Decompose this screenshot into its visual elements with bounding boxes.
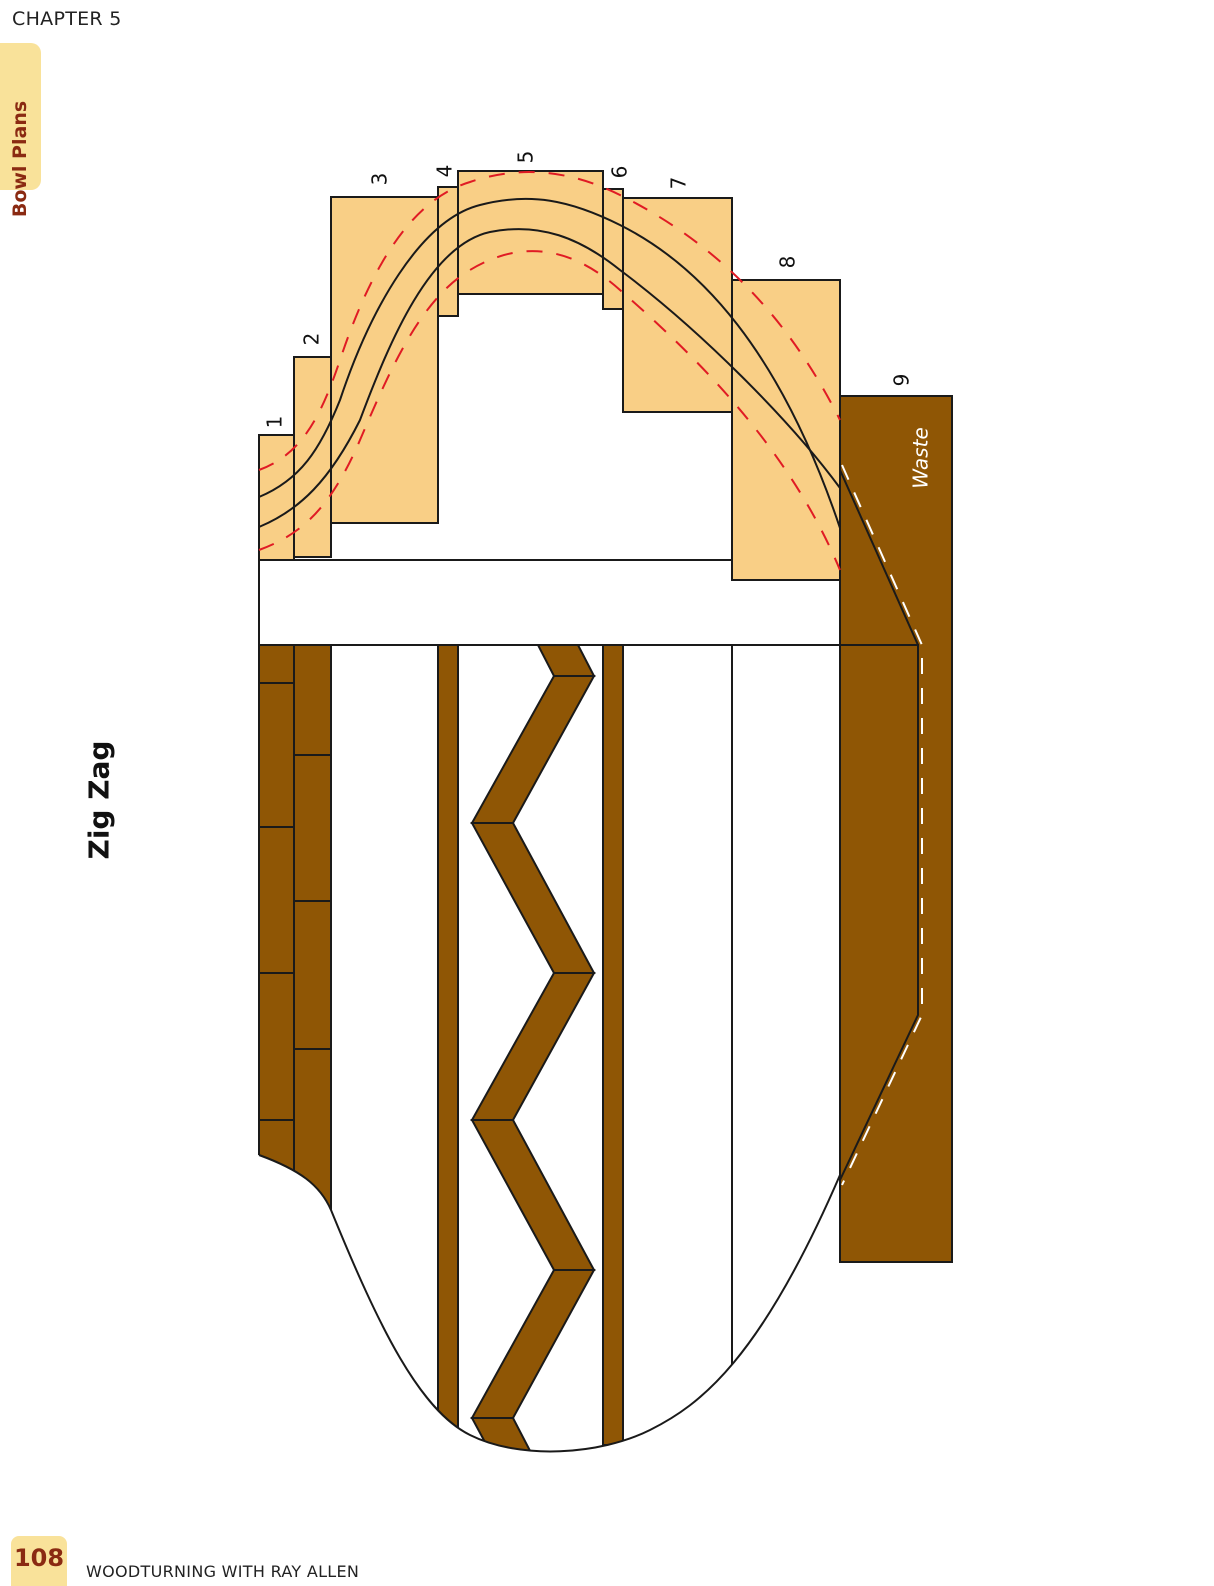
ring-5-block <box>457 170 604 295</box>
ring-label-5: 5 <box>514 151 538 164</box>
ring-8-block <box>731 279 841 581</box>
chapter-header: CHAPTER 5 <box>12 8 122 30</box>
ring-label-9: 9 <box>890 374 914 387</box>
ring-label-2: 2 <box>300 333 324 346</box>
page-number-box: 108 <box>11 1536 67 1586</box>
ring-label-8: 8 <box>776 256 800 269</box>
ring-label-4: 4 <box>433 165 457 178</box>
ring-label-3: 3 <box>368 173 392 186</box>
page-number: 108 <box>13 1544 65 1572</box>
waste-label: Waste <box>909 427 933 489</box>
ring-7-block <box>622 197 733 413</box>
waste-profile <box>839 464 923 1262</box>
ring-4-block <box>437 186 459 317</box>
book-title-footer: WOODTURNING WITH RAY ALLEN <box>86 1562 360 1581</box>
section-tab: Bowl Plans <box>0 43 41 217</box>
wall-lines <box>258 197 919 646</box>
ring-2-block <box>293 356 332 558</box>
ring-label-6: 6 <box>608 166 632 179</box>
ring-label-1: 1 <box>263 416 287 429</box>
ring-9-waste-block <box>839 395 953 1263</box>
bowl-body <box>258 560 918 1453</box>
ring-label-7: 7 <box>667 177 691 190</box>
ring-labels: 1 2 3 4 5 6 7 8 9 <box>263 151 914 429</box>
